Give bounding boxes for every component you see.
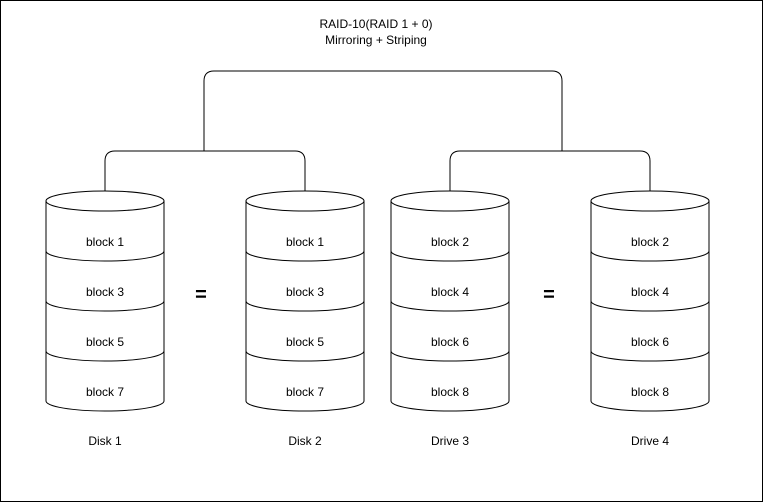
block-label: block 2 — [631, 235, 669, 249]
block-divider — [245, 300, 365, 312]
block-divider — [590, 350, 710, 362]
disk-label: Drive 3 — [431, 434, 469, 448]
block-label: block 3 — [86, 285, 124, 299]
right-pair-connector — [449, 150, 651, 191]
block-divider — [390, 350, 510, 362]
top-connector — [203, 70, 563, 151]
cylinder-body — [390, 200, 510, 412]
drive-4-cylinder — [590, 190, 710, 412]
block-divider — [590, 250, 710, 262]
diagram-title-line2: Mirroring + Striping — [325, 33, 427, 47]
block-label: block 3 — [286, 285, 324, 299]
block-label: block 7 — [86, 385, 124, 399]
block-label: block 5 — [86, 335, 124, 349]
drive-3-blocks: block 2 block 4 block 6 block 8 — [431, 235, 469, 399]
block-label: block 8 — [631, 385, 669, 399]
cylinder-top — [45, 190, 165, 212]
cylinder-body — [590, 200, 710, 412]
disk-label: Drive 4 — [631, 434, 669, 448]
block-label: block 5 — [286, 335, 324, 349]
block-divider — [45, 350, 165, 362]
block-label: block 8 — [431, 385, 469, 399]
cylinder-top — [245, 190, 365, 212]
block-divider — [245, 250, 365, 262]
block-divider — [45, 300, 165, 312]
block-divider — [390, 250, 510, 262]
left-pair-connector — [104, 150, 306, 191]
drive-4-blocks: block 2 block 4 block 6 block 8 — [631, 235, 669, 399]
disk-label: Disk 1 — [88, 434, 122, 448]
disk-label: Disk 2 — [288, 434, 322, 448]
diagram-title-line1: RAID-10(RAID 1 + 0) — [319, 17, 432, 31]
cylinder-top — [390, 190, 510, 212]
block-label: block 4 — [431, 285, 469, 299]
block-divider — [390, 300, 510, 312]
block-label: block 1 — [286, 235, 324, 249]
cylinder-body — [245, 200, 365, 412]
block-divider — [45, 250, 165, 262]
block-divider — [590, 300, 710, 312]
block-divider — [245, 350, 365, 362]
disk-2-blocks: block 1 block 3 block 5 block 7 — [286, 235, 324, 399]
mirror-equals-sign: = — [543, 284, 555, 306]
mirror-equals-sign: = — [195, 284, 207, 306]
disk-2-cylinder — [245, 190, 365, 412]
drive-3-cylinder — [390, 190, 510, 412]
disk-1-cylinder — [45, 190, 165, 412]
block-label: block 6 — [631, 335, 669, 349]
block-label: block 6 — [431, 335, 469, 349]
block-label: block 2 — [431, 235, 469, 249]
cylinder-top — [590, 190, 710, 212]
cylinder-body — [45, 200, 165, 412]
block-label: block 4 — [631, 285, 669, 299]
block-label: block 7 — [286, 385, 324, 399]
connector-tree — [104, 70, 651, 191]
disk-1-blocks: block 1 block 3 block 5 block 7 — [86, 235, 124, 399]
block-label: block 1 — [86, 235, 124, 249]
